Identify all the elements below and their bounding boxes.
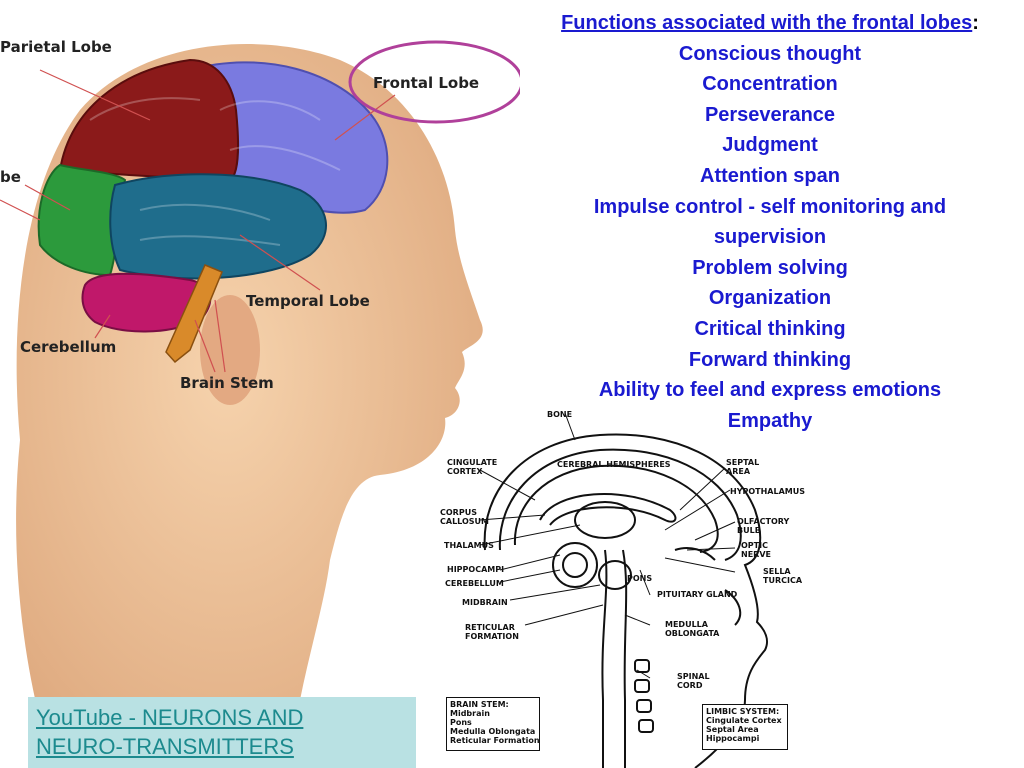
head-brain-illustration [0,40,520,768]
label-cingulate-cortex: CINGULATE CORTEX [447,458,498,476]
function-item: Attention span [700,164,840,187]
frontal-lobe-functions: Functions associated with the frontal lo… [525,8,1015,436]
temporal-lobe [109,173,327,280]
label-frontal-lobe: Frontal Lobe [373,74,480,92]
label-pons: PONS [627,574,653,583]
label-hypothalamus: HYPOTHALAMUS [730,487,806,496]
label-temporal-lobe: Temporal Lobe [246,292,370,310]
label-pituitary-gland: PITUITARY GLAND [657,590,738,599]
label-olfactory-bulb: OLFACTORY BULB [737,517,790,535]
label-cerebellum-sagittal: CEREBELLUM [445,579,504,588]
function-item: Critical thinking [694,317,846,340]
function-item: Conscious thought [678,42,862,65]
function-item: Impulse control - self monitoring and su… [593,195,947,249]
ear [200,295,260,405]
label-hippocampi: HIPPOCAMPI [447,565,505,574]
youtube-link-box: YouTube - NEURONS AND NEURO-TRANSMITTERS [28,697,416,768]
function-item: Perseverance [704,103,836,126]
brain-stem-legend-text: BRAIN STEM: Midbrain Pons Medulla Oblong… [450,700,540,745]
function-item: Ability to feel and express emotions [598,379,942,402]
label-septal-area: SEPTAL AREA [726,458,760,476]
function-item: Empathy [727,409,813,432]
function-item: Concentration [702,73,838,96]
function-item: Judgment [722,134,818,157]
limbic-system-legend-text: LIMBIC SYSTEM: Cingulate Cortex Septal A… [706,707,782,743]
label-midbrain: MIDBRAIN [462,598,508,607]
occipital-lobe [37,163,127,277]
limbic-system-legend-box: LIMBIC SYSTEM: Cingulate Cortex Septal A… [702,704,788,750]
label-sella-turcica: SELLA TURCICA [763,567,803,585]
label-cerebellum: Cerebellum [20,338,117,356]
functions-title: Functions associated with the frontal lo… [561,12,973,34]
label-spinal-cord: SPINAL CORD [677,672,710,690]
function-item: Problem solving [692,256,848,279]
label-optic-nerve: OPTIC NERVE [741,541,771,559]
label-corpus-callosum: CORPUS CALLOSUM [440,508,489,526]
frontal-lobe-highlight-ellipse [348,40,520,124]
label-brain-stem: Brain Stem [180,374,274,392]
label-thalamus: THALAMUS [444,541,494,550]
label-parietal-lobe: Parietal Lobe [0,38,112,56]
label-reticular-formation: RETICULAR FORMATION [465,623,519,641]
cerebral-outline [513,464,719,553]
function-item: Forward thinking [688,348,852,371]
label-bone: BONE [547,410,573,419]
label-medulla-oblongata: MEDULLA OBLONGATA [665,620,720,638]
skull-outline [483,433,768,768]
brain-stem [165,264,223,364]
label-cerebral-hemispheres: CEREBRAL HEMISPHERES [557,460,671,469]
functions-title-colon: : [972,12,979,34]
function-item: Organization [708,287,832,310]
sagittal-brain-diagram [479,412,768,768]
youtube-neurons-link[interactable]: YouTube - NEURONS AND NEURO-TRANSMITTERS [36,705,304,759]
brain-stem-legend-box: BRAIN STEM: Midbrain Pons Medulla Oblong… [446,697,540,751]
label-occipital-lobe-partial: be [0,168,21,186]
